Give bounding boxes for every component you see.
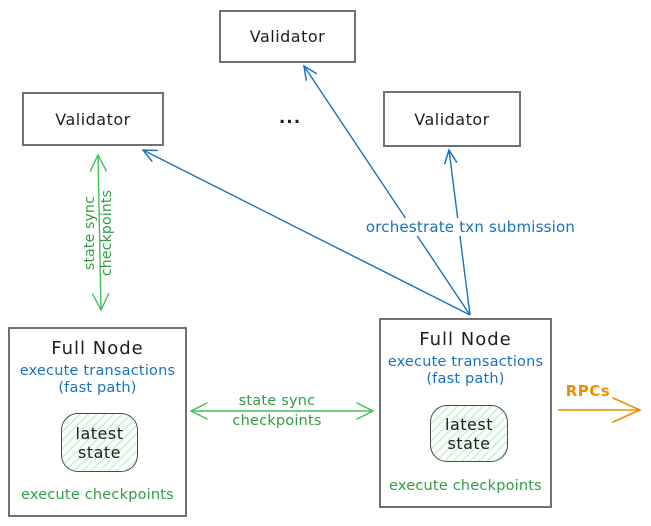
execute-transactions-label: execute transactions (fast path) xyxy=(10,363,185,397)
latest-state-line1: latest xyxy=(75,423,124,443)
state-sync-line2: checkpoints xyxy=(99,189,115,277)
execute-transactions-line: execute transactions xyxy=(387,354,544,370)
orchestrate-txn-label: orchestrate txn submission xyxy=(360,218,581,236)
latest-state-box: latest state xyxy=(61,413,138,472)
validator-box-right: Validator xyxy=(383,91,521,147)
arrow-state-sync-vertical xyxy=(89,153,110,312)
fast-path-line: (fast path) xyxy=(426,371,505,387)
state-sync-line2: checkpoints xyxy=(232,413,322,429)
validator-box-left: Validator xyxy=(22,92,164,146)
rpcs-label: RPCs xyxy=(565,382,611,400)
fast-path-line: (fast path) xyxy=(58,380,137,396)
latest-state-line2: state xyxy=(447,433,491,453)
validator-label: Validator xyxy=(249,27,326,46)
execute-transactions-line: execute transactions xyxy=(19,363,176,379)
execute-checkpoints-label: execute checkpoints xyxy=(21,487,174,503)
state-sync-line1: state sync xyxy=(238,393,316,409)
arrow-txn-to-validator-top xyxy=(303,64,471,316)
state-sync-vertical-label: state sync checkpoints xyxy=(82,178,116,288)
validator-label: Validator xyxy=(55,109,131,129)
full-node-box-right: Full Node execute transactions (fast pat… xyxy=(379,318,552,508)
validators-ellipsis: ... xyxy=(278,108,302,128)
arrow-txn-to-validator-left xyxy=(141,149,471,316)
full-node-title: Full Node xyxy=(419,329,512,350)
full-node-box-left: Full Node execute transactions (fast pat… xyxy=(8,327,187,517)
latest-state-line2: state xyxy=(77,442,122,462)
execute-checkpoints-label: execute checkpoints xyxy=(389,478,542,494)
validator-box-top: Validator xyxy=(219,10,356,63)
execute-transactions-label: execute transactions (fast path) xyxy=(381,354,550,388)
latest-state-line1: latest xyxy=(445,414,493,434)
validator-label: Validator xyxy=(414,109,490,129)
state-sync-line1: state sync xyxy=(82,195,98,271)
full-node-title: Full Node xyxy=(51,338,144,359)
latest-state-box: latest state xyxy=(430,405,508,462)
state-sync-horizontal-label: state sync checkpoints xyxy=(207,391,347,431)
